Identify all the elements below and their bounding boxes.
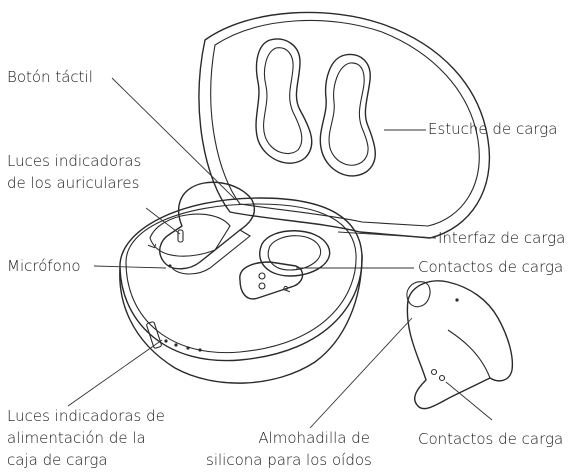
label-earbud-indicators: Luces indicadoras de los auriculares bbox=[7, 152, 142, 192]
left-earbud-in-case bbox=[159, 181, 256, 275]
label-case-power-indicators: Luces indicadoras de alimentación de la … bbox=[7, 407, 165, 469]
label-charging-contacts-earbud: Contactos de carga bbox=[418, 430, 564, 448]
label-charging-interface: Interfaz de carga bbox=[438, 229, 566, 247]
label-charging-case: Estuche de carga bbox=[428, 120, 558, 138]
left-mark: L bbox=[147, 241, 159, 250]
label-silicone-ear-tip: Almohadilla de silicona para los oídos bbox=[206, 429, 372, 469]
label-charging-contacts-case: Contactos de carga bbox=[418, 258, 564, 276]
standalone-earbud bbox=[406, 280, 514, 410]
case-base bbox=[119, 197, 363, 384]
right-earbud-in-case bbox=[239, 261, 304, 300]
right-mark: R bbox=[282, 284, 295, 294]
label-touch-button: Botón táctil bbox=[7, 68, 93, 86]
leader-lines bbox=[67, 77, 493, 429]
label-microphone: Micrófono bbox=[7, 257, 81, 275]
